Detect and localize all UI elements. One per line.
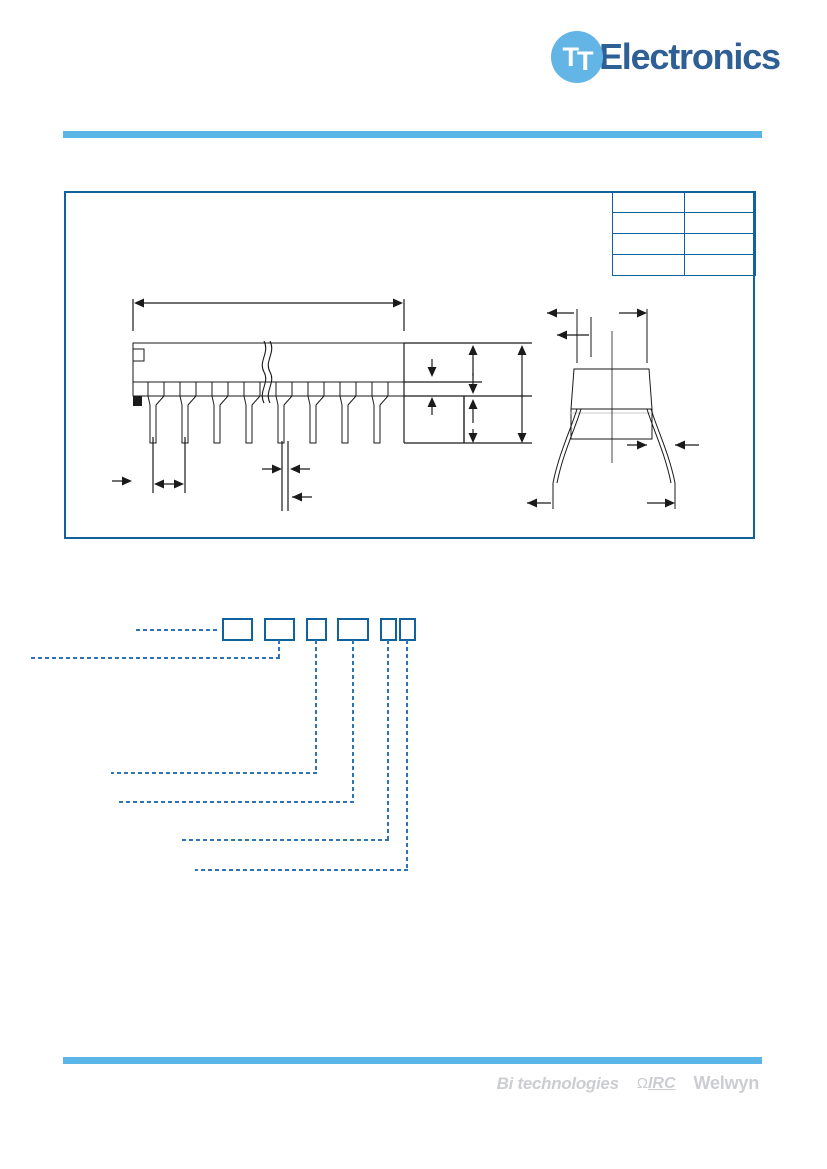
outline-drawing-frame	[64, 191, 755, 539]
pn-field-3	[306, 618, 327, 641]
dim-pin-pitch	[152, 437, 186, 493]
header-rule	[63, 131, 762, 138]
footer-rule	[63, 1057, 762, 1064]
side-view	[527, 308, 699, 509]
package-outline-drawing	[112, 298, 699, 511]
omega-icon: Ω	[636, 1074, 648, 1092]
dim-heights-right	[403, 342, 532, 444]
pn-field-4	[337, 618, 369, 641]
pn-field-5	[380, 618, 397, 641]
bi-technologies-logo: Bi technologies	[496, 1073, 619, 1093]
dim-cell	[612, 254, 685, 276]
dim-lead-thickness	[262, 441, 312, 511]
dim-cell	[683, 254, 756, 276]
welwyn-logo: Welwyn	[693, 1073, 760, 1093]
dim-cell	[683, 233, 756, 255]
dim-cell	[683, 212, 756, 234]
break-symbol-icon	[261, 340, 273, 404]
irc-wordmark: IRC	[647, 1074, 676, 1092]
logo-wordmark: Electronics	[599, 36, 781, 77]
part-number-key-diagram	[29, 618, 416, 871]
table-row	[612, 212, 756, 234]
dim-cell	[612, 233, 685, 255]
table-row	[612, 191, 756, 213]
tt-letter-1: T	[562, 41, 579, 72]
dim-pin-width-leader	[112, 476, 132, 486]
dim-cell	[683, 191, 756, 213]
pn-field-1	[222, 618, 253, 641]
table-row	[612, 254, 756, 276]
dim-cell	[612, 191, 685, 213]
dim-overall-length	[132, 298, 405, 331]
dimension-table	[612, 191, 756, 276]
dim-cell	[612, 212, 685, 234]
pn-field-2	[264, 618, 295, 641]
pn-field-6	[399, 618, 416, 641]
table-row	[612, 233, 756, 255]
front-view-pins	[147, 381, 389, 444]
tt-letter-2: T	[577, 45, 593, 76]
